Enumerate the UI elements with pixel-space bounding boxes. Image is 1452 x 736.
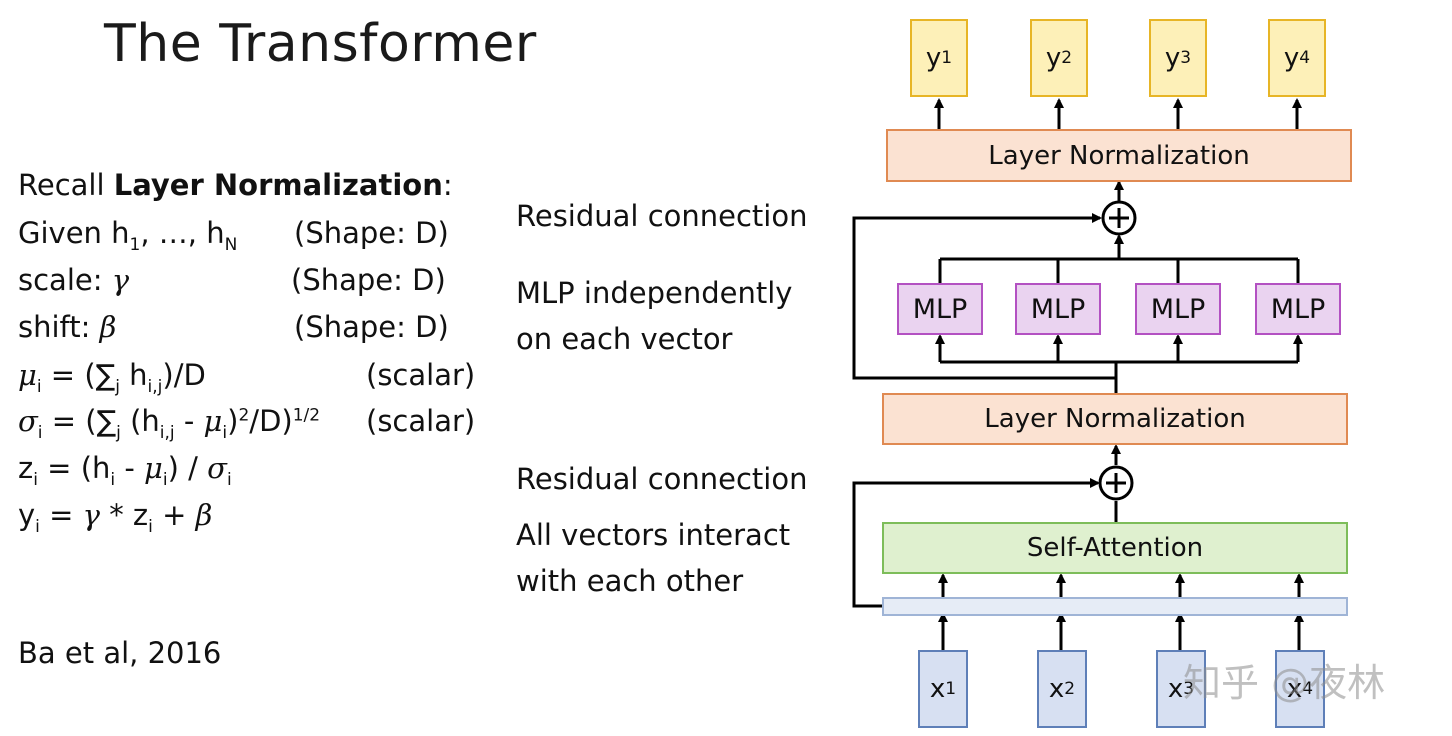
mlp-block-1: MLP	[897, 283, 983, 335]
watermark: 知乎 @夜林	[1183, 661, 1386, 705]
y-formula: yi = γ * zi + β	[18, 498, 213, 537]
sigma-kind: (scalar)	[366, 404, 476, 438]
residual-add-top	[1101, 200, 1137, 236]
shift-shape: (Shape: D)	[294, 310, 449, 344]
scale-line: scale: γ	[18, 263, 130, 297]
attention-label-line2: with each other	[516, 564, 744, 598]
residual-add-bottom	[1098, 465, 1134, 501]
given-line: Given h1, …, hN	[18, 216, 238, 255]
sigma-formula: σi = (∑j (hi,j - μi)2/D)1/2	[18, 404, 321, 443]
mu-formula: μi = (∑j hi,j)/D	[18, 358, 206, 397]
residual-connection-bottom-label: Residual connection	[516, 462, 808, 496]
mu-kind: (scalar)	[366, 358, 476, 392]
slide-title: The Transformer	[104, 14, 537, 74]
recall-bold: Layer Normalization	[113, 168, 443, 202]
given-shape: (Shape: D)	[294, 216, 449, 250]
mlp-label-line1: MLP independently	[516, 276, 793, 310]
input-sequence-bar	[882, 597, 1348, 616]
mlp-label-line2: on each vector	[516, 322, 733, 356]
beta-symbol: β	[99, 310, 117, 344]
layer-norm-top-block: Layer Normalization	[886, 129, 1352, 182]
mlp-block-3: MLP	[1135, 283, 1221, 335]
mlp-block-4: MLP	[1255, 283, 1341, 335]
self-attention-block: Self-Attention	[882, 522, 1348, 574]
z-formula: zi = (hi - μi) / σi	[18, 451, 232, 490]
residual-bottom-path	[852, 478, 1100, 608]
mlp-block-2: MLP	[1015, 283, 1101, 335]
gamma-symbol: γ	[111, 263, 130, 297]
citation: Ba et al, 2016	[18, 636, 222, 670]
attention-label-line1: All vectors interact	[516, 518, 791, 552]
layer-norm-mid-block: Layer Normalization	[882, 393, 1348, 445]
scale-shape: (Shape: D)	[291, 263, 446, 297]
shift-line: shift: β	[18, 310, 117, 344]
residual-connection-top-label: Residual connection	[516, 199, 808, 233]
recall-line: Recall Layer Normalization:	[18, 168, 453, 202]
residual-top-path	[852, 213, 1116, 380]
